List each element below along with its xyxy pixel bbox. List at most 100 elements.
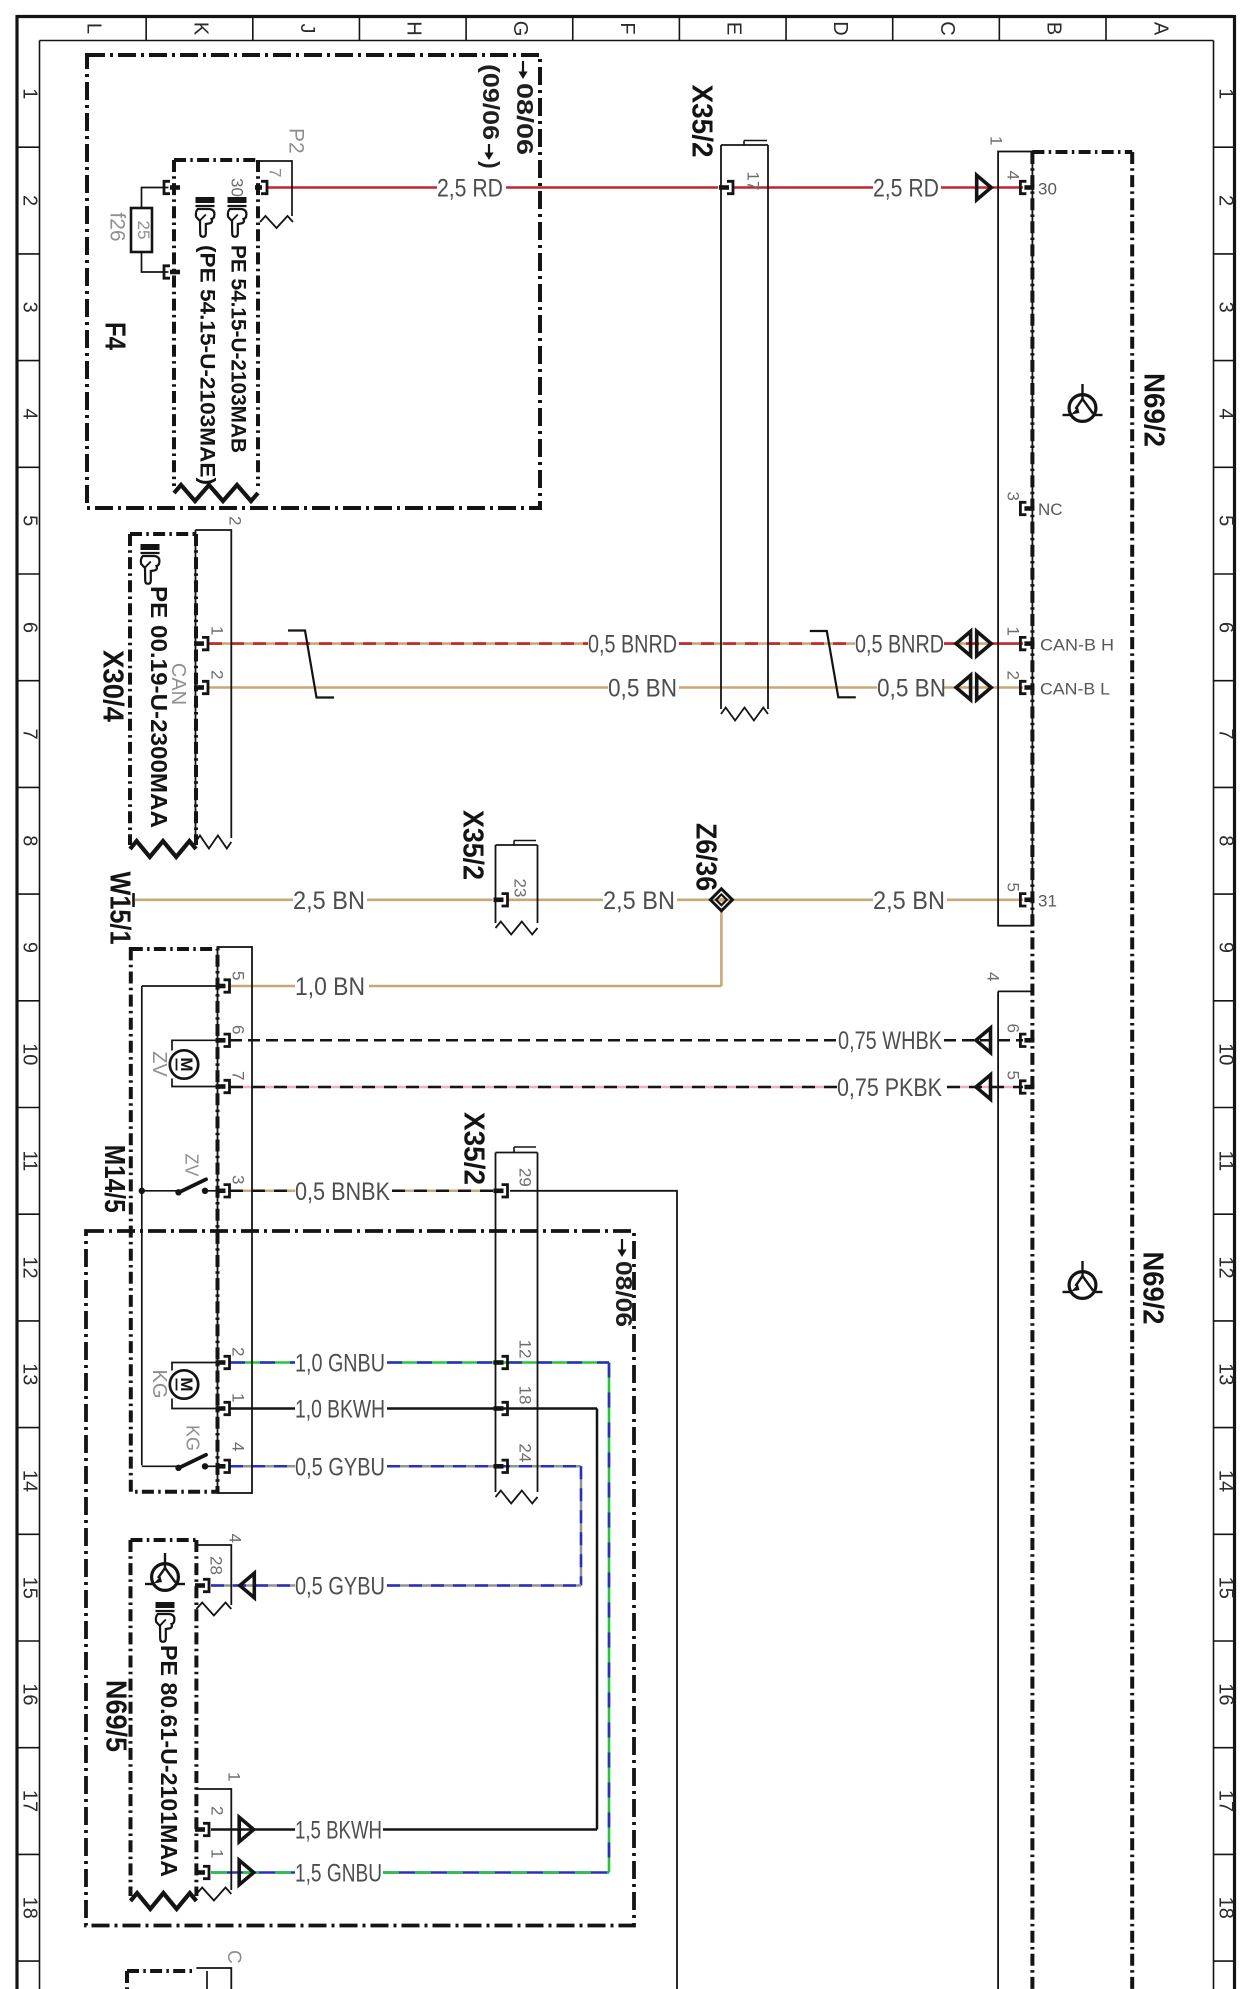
svg-text:08/06: 08/06: [512, 83, 538, 155]
svg-text:12: 12: [516, 1340, 535, 1359]
svg-text:1: 1: [208, 1849, 227, 1858]
svg-text:5: 5: [1214, 515, 1236, 526]
svg-text:KG: KG: [148, 1370, 170, 1399]
svg-text:0,75 PKBK: 0,75 PKBK: [837, 1074, 942, 1102]
svg-text:7: 7: [266, 168, 285, 177]
svg-text:1,0 BKWH: 1,0 BKWH: [295, 1396, 385, 1424]
svg-text:5: 5: [18, 515, 40, 526]
svg-text:2: 2: [208, 670, 227, 679]
svg-text:B: B: [1043, 22, 1065, 35]
svg-text:4: 4: [229, 1442, 248, 1451]
svg-text:1: 1: [18, 88, 40, 99]
svg-text:11: 11: [18, 1151, 40, 1172]
svg-text:0,75 WHBK: 0,75 WHBK: [838, 1027, 942, 1055]
svg-text:2,5 BN: 2,5 BN: [603, 887, 675, 915]
svg-text:18: 18: [1214, 1897, 1236, 1919]
svg-text:F4: F4: [99, 322, 131, 350]
svg-text:3: 3: [18, 302, 40, 313]
svg-text:N69/2: N69/2: [1138, 373, 1170, 447]
svg-text:0,5 BNRD: 0,5 BNRD: [588, 631, 677, 659]
svg-text:PE 00.19-U-2300MAA: PE 00.19-U-2300MAA: [146, 586, 172, 828]
svg-text:2: 2: [229, 1347, 248, 1356]
svg-text:9: 9: [18, 942, 40, 953]
svg-text:2,5 BN: 2,5 BN: [293, 887, 365, 915]
svg-text:F: F: [616, 22, 638, 34]
svg-text:28: 28: [207, 1556, 226, 1575]
svg-text:10: 10: [18, 1043, 40, 1065]
svg-text:2: 2: [18, 195, 40, 206]
svg-text:1,5 BKWH: 1,5 BKWH: [295, 1817, 382, 1845]
svg-text:9: 9: [1214, 942, 1236, 953]
svg-text:(09/06: (09/06: [478, 64, 504, 140]
svg-text:L: L: [83, 23, 105, 34]
svg-text:0,5 GYBU: 0,5 GYBU: [295, 1453, 385, 1481]
svg-text:8: 8: [18, 835, 40, 846]
svg-text:23: 23: [511, 879, 530, 898]
svg-text:30: 30: [1038, 180, 1057, 199]
svg-text:6: 6: [1004, 1024, 1023, 1033]
svg-text:1,5 GNBU: 1,5 GNBU: [295, 1860, 382, 1888]
svg-text:M14/5: M14/5: [98, 1145, 130, 1213]
svg-text:18: 18: [18, 1897, 40, 1919]
svg-text:3: 3: [1004, 492, 1023, 501]
svg-text:5: 5: [229, 971, 248, 980]
svg-text:0,5 BNBK: 0,5 BNBK: [295, 1178, 390, 1206]
svg-text:2: 2: [226, 516, 245, 525]
svg-text:1: 1: [229, 1393, 248, 1402]
svg-text:(PE 54.15-U-2103MAE): (PE 54.15-U-2103MAE): [196, 245, 219, 485]
svg-text:0,5 BNRD: 0,5 BNRD: [855, 631, 944, 659]
svg-text:10: 10: [1214, 1043, 1236, 1065]
svg-text:D: D: [829, 21, 851, 35]
svg-text:): ): [478, 161, 504, 169]
svg-text:2: 2: [208, 1806, 227, 1815]
svg-text:6: 6: [1214, 622, 1236, 633]
svg-text:7: 7: [1214, 729, 1236, 740]
svg-text:X35/2: X35/2: [457, 810, 489, 880]
svg-text:X30/4: X30/4: [97, 650, 129, 722]
svg-text:ZV: ZV: [181, 1153, 201, 1176]
svg-text:H: H: [403, 21, 425, 35]
svg-text:2: 2: [1004, 671, 1023, 680]
svg-text:G: G: [509, 21, 531, 37]
svg-text:2: 2: [1214, 195, 1236, 206]
svg-text:4: 4: [226, 1534, 245, 1543]
svg-text:A: A: [1150, 22, 1172, 36]
svg-text:30: 30: [228, 178, 247, 197]
svg-text:P2: P2: [285, 128, 308, 154]
svg-text:CAN-B H: CAN-B H: [1040, 636, 1114, 655]
svg-text:6: 6: [229, 1025, 248, 1034]
svg-text:6: 6: [18, 622, 40, 633]
svg-text:18: 18: [516, 1386, 535, 1405]
svg-text:X35/2: X35/2: [458, 1112, 490, 1185]
svg-text:17: 17: [1214, 1790, 1236, 1812]
svg-text:3: 3: [1214, 302, 1236, 313]
svg-text:11: 11: [1214, 1151, 1236, 1172]
svg-text:W15/1: W15/1: [104, 872, 136, 945]
svg-text:7: 7: [229, 1071, 248, 1080]
svg-text:M: M: [177, 1057, 196, 1071]
svg-text:5: 5: [1004, 883, 1023, 892]
svg-text:17: 17: [18, 1790, 40, 1812]
svg-text:1: 1: [208, 626, 227, 635]
svg-text:13: 13: [18, 1363, 40, 1385]
svg-text:1,0 GNBU: 1,0 GNBU: [295, 1350, 385, 1378]
svg-text:24: 24: [516, 1443, 535, 1462]
svg-text:1: 1: [1004, 627, 1023, 636]
svg-text:15: 15: [18, 1577, 40, 1599]
svg-text:E: E: [723, 22, 745, 35]
svg-text:12: 12: [1214, 1256, 1236, 1278]
svg-text:CAN: CAN: [167, 663, 189, 705]
svg-text:f26: f26: [106, 212, 129, 241]
svg-text:15: 15: [1214, 1577, 1236, 1599]
svg-text:3: 3: [229, 1175, 248, 1184]
svg-text:ZV: ZV: [148, 1051, 170, 1077]
svg-text:4: 4: [1004, 171, 1023, 180]
svg-text:31: 31: [1038, 892, 1057, 911]
svg-text:X35/2: X35/2: [686, 85, 718, 158]
svg-text:N69/2: N69/2: [1137, 1252, 1169, 1325]
svg-text:5: 5: [1004, 1071, 1023, 1080]
svg-text:4: 4: [1214, 408, 1236, 419]
svg-text:PE 54.15-U-2103MAB: PE 54.15-U-2103MAB: [227, 245, 250, 453]
svg-text:1: 1: [225, 1772, 244, 1781]
svg-text:8: 8: [1214, 835, 1236, 846]
